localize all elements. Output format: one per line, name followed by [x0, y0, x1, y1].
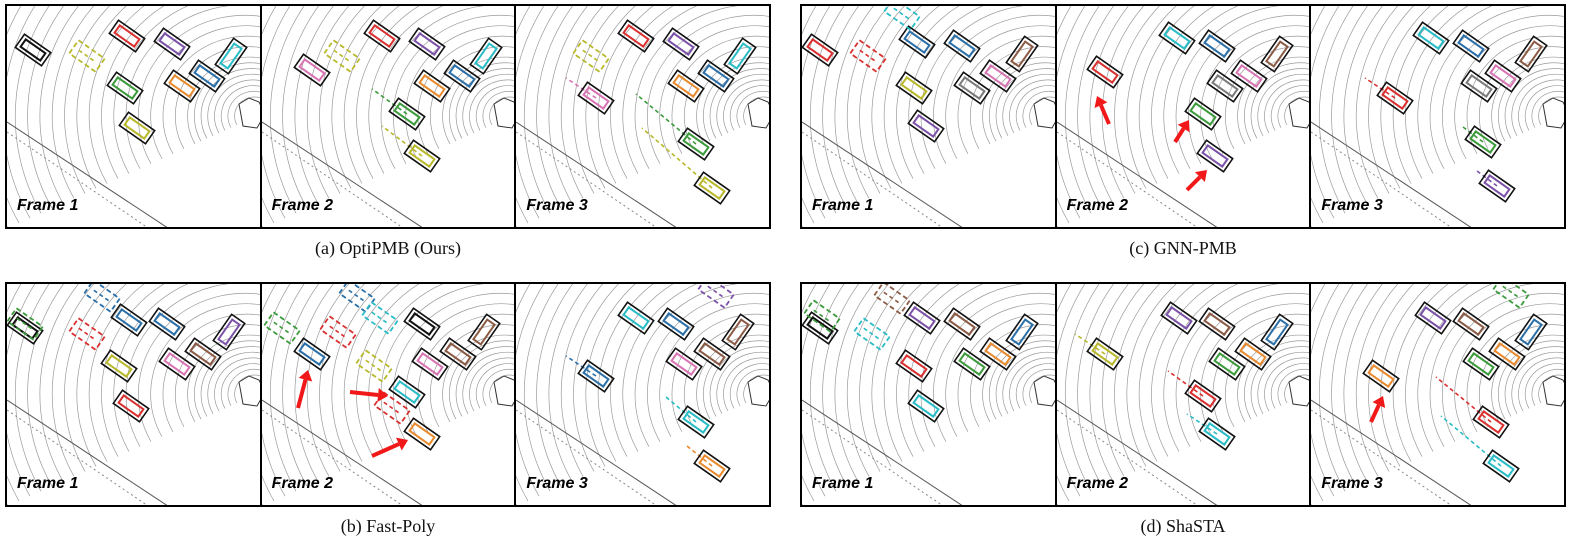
panel-caption: (d) ShaSTA — [1140, 516, 1226, 536]
frame-1: Frame 1 — [802, 284, 1055, 505]
frame-2: Frame 2 — [1054, 6, 1310, 227]
lidar-scene — [802, 6, 1055, 227]
panel-gnn-pmb: Frame 1 Frame 2 Frame 3 (c) GNN-PMB — [800, 4, 1566, 264]
frame-2: Frame 2 — [259, 6, 515, 227]
lidar-scene — [7, 6, 260, 227]
frame-strip: Frame 1 Frame 2 Frame 3 — [5, 4, 771, 229]
frame-1: Frame 1 — [7, 284, 260, 505]
frame-label: Frame 2 — [271, 197, 334, 214]
frame-label: Frame 3 — [526, 475, 588, 492]
frame-label: Frame 3 — [526, 197, 588, 214]
frame-2: Frame 2 — [1054, 284, 1310, 505]
panel-fast-poly: Frame 1 Frame 2 Frame 3 (b) Fast-Poly — [5, 282, 771, 544]
panel-caption: (a) OptiPMB (Ours) — [315, 238, 461, 258]
lidar-scene — [1311, 6, 1565, 227]
lidar-scene — [261, 6, 515, 227]
frame-3: Frame 3 — [514, 6, 770, 227]
lidar-scene — [261, 284, 515, 505]
frame-3: Frame 3 — [1309, 6, 1565, 227]
frame-label: Frame 1 — [17, 197, 79, 214]
frame-label: Frame 1 — [812, 475, 874, 492]
frame-label: Frame 2 — [1066, 475, 1129, 492]
frame-label: Frame 1 — [812, 197, 874, 214]
lidar-scene — [516, 6, 770, 227]
lidar-scene — [1056, 284, 1310, 505]
frame-label: Frame 3 — [1321, 475, 1383, 492]
frame-3: Frame 3 — [1309, 284, 1565, 505]
frame-strip: Frame 1 Frame 2 Frame 3 — [5, 282, 771, 507]
panel-caption: (c) GNN-PMB — [1129, 238, 1237, 258]
lidar-scene — [802, 284, 1055, 505]
lidar-scene — [1056, 6, 1310, 227]
lidar-scene — [1311, 284, 1565, 505]
frame-3: Frame 3 — [514, 284, 770, 505]
panel-shasta: Frame 1 Frame 2 Frame 3 (d) ShaSTA — [800, 282, 1566, 544]
frame-2: Frame 2 — [259, 284, 515, 505]
frame-label: Frame 3 — [1321, 197, 1383, 214]
frame-label: Frame 2 — [1066, 197, 1129, 214]
frame-1: Frame 1 — [802, 6, 1055, 227]
frame-strip: Frame 1 Frame 2 Frame 3 — [800, 282, 1566, 507]
frame-1: Frame 1 — [7, 6, 260, 227]
frame-label: Frame 1 — [17, 475, 79, 492]
panel-caption: (b) Fast-Poly — [340, 516, 436, 536]
lidar-scene — [7, 284, 260, 505]
frame-strip: Frame 1 Frame 2 Frame 3 — [800, 4, 1566, 229]
frame-label: Frame 2 — [271, 475, 334, 492]
panel-optipmb: Frame 1 Frame 2 Frame 3 (a) OptiPMB (Our… — [5, 4, 771, 264]
lidar-scene — [516, 284, 770, 505]
